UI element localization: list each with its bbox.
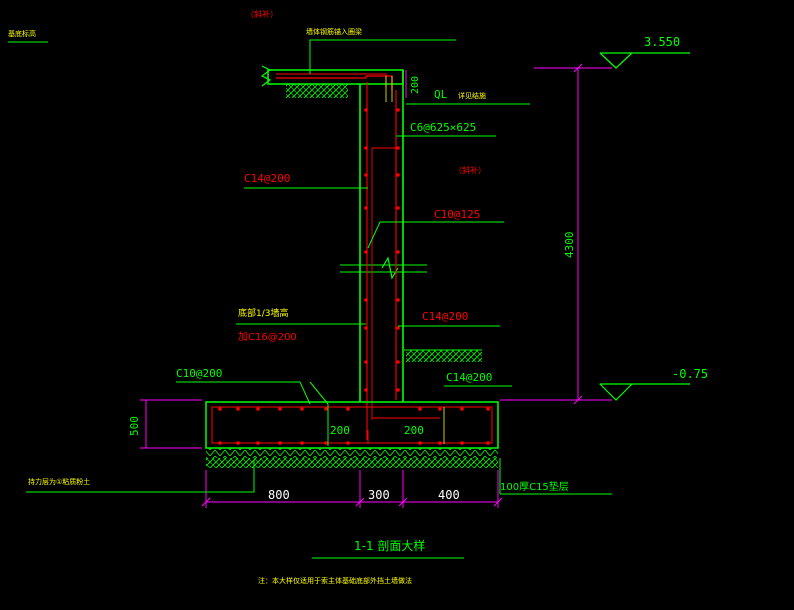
inner-right-dim: 200 (404, 424, 424, 437)
soil-hatch-right (406, 350, 482, 362)
ql-label: QL (434, 88, 448, 101)
soil-hatch-bottom (206, 458, 498, 468)
bottom-left-dim: 800 (268, 488, 290, 502)
retaining-wall (340, 70, 482, 440)
cushion-note: 100厚C15垫层 (500, 480, 569, 493)
note-mid-red: （斜补） (454, 165, 486, 175)
section-title: 1-1 剖面大样 (354, 538, 425, 553)
cushion-hatch (206, 448, 498, 458)
dimension-lines (140, 63, 612, 508)
ql-detail: 详见结施 (458, 91, 486, 100)
top-left-note: 基底标高 (8, 29, 36, 38)
wall-left-rebar: C14@200 (244, 172, 290, 185)
ring-beam (260, 65, 404, 98)
add-rebar: 加C16@200 (238, 331, 297, 343)
bottom-right-dim: 400 (438, 488, 460, 502)
wall-horizontal-rebar: C10@125 (434, 208, 480, 221)
elevation-top: 3.550 (644, 35, 680, 49)
wall-height-dim: 4300 (563, 232, 576, 259)
bottom-mid-dim: 300 (368, 488, 390, 502)
leader-lines (8, 39, 612, 559)
right-rebar: C14@200 (422, 310, 468, 323)
anchor-note: 墙体钢筋锚入圈梁 (306, 27, 362, 36)
ql-height-dim: 200 (410, 76, 421, 94)
extend-note: 底部1/3墙高 (238, 307, 289, 319)
footing-thickness-dim: 500 (128, 416, 141, 436)
footing-right-rebar: C14@200 (446, 371, 492, 384)
stirrup-label: C6@625×625 (410, 121, 476, 134)
elevation-bottom: -0.75 (672, 367, 708, 381)
bearing-note: 持力层为①粘质粉土 (28, 477, 90, 486)
break-symbol (260, 65, 272, 87)
inner-left-dim: 200 (330, 424, 350, 437)
footing (205, 401, 499, 468)
footer-note: 注：本大样仅适用于索主体基础底部外挡土墙做法 (258, 576, 412, 585)
soil-hatch-top (286, 84, 348, 98)
elevation-markers (599, 52, 690, 401)
note-top-red: （斜补） (246, 9, 278, 19)
footing-top-rebar: C10@200 (176, 367, 222, 380)
